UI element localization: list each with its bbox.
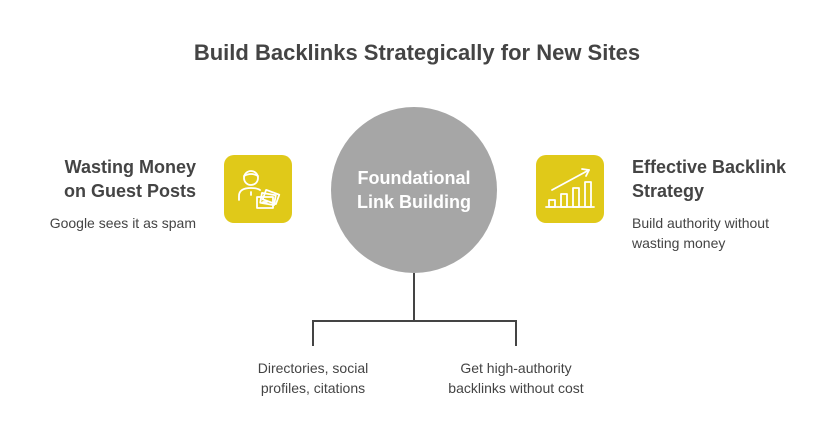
left-text: Google sees it as spam [49,215,196,231]
right-text-line-1: Build authority without [632,215,769,231]
left-heading-line-1: Wasting Money [64,157,196,177]
left-block: Wasting Money on Guest Posts Google sees… [50,155,196,233]
right-heading-line-2: Strategy [632,181,705,201]
branch-left: Directories, social profiles, citations [233,358,393,398]
branch-right-line-2: backlinks without cost [448,380,584,396]
center-line-1: Foundational [357,168,471,188]
left-heading-line-2: on Guest Posts [63,181,196,201]
branch-left-line-1: Directories, social [257,360,369,376]
center-line-2: Link Building [357,192,471,212]
right-heading-line-1: Effective Backlink [632,157,787,177]
diagram-title: Build Backlinks Strategically for New Si… [193,40,641,65]
right-text-line-2: wasting money [632,235,726,251]
connector-left [312,320,314,346]
person-money-icon [224,155,292,223]
center-node: Foundational Link Building [331,107,497,273]
connector-right [515,320,517,346]
growth-chart-icon [536,155,604,223]
connector-bar [312,320,517,322]
right-block: Effective Backlink Strategy Build author… [632,155,786,253]
branch-right-line-1: Get high-authority [460,360,572,376]
branch-left-line-2: profiles, citations [260,380,366,396]
connector-trunk [413,273,415,321]
branch-right: Get high-authority backlinks without cos… [426,358,606,398]
